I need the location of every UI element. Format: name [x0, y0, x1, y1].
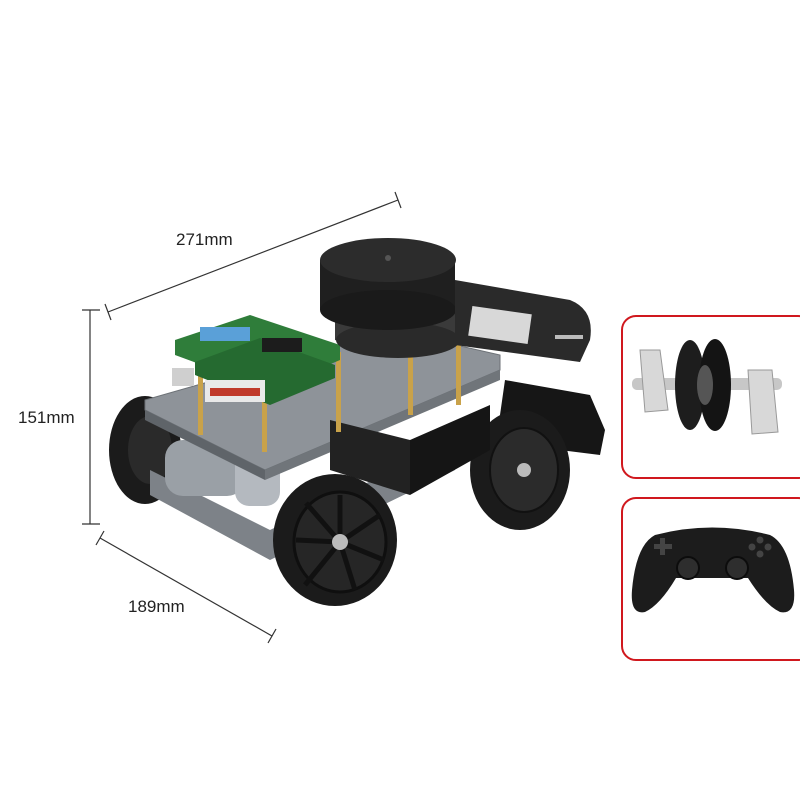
- lower-chassis-plate: [150, 440, 455, 560]
- front-left-wheel: [273, 474, 397, 606]
- width-label: 189mm: [128, 597, 185, 616]
- gamepad-inset: [621, 497, 800, 661]
- omni-wheel-inset: [621, 315, 800, 479]
- depth-camera: [455, 280, 591, 362]
- length-label: 271mm: [176, 230, 233, 249]
- lidar: [320, 238, 460, 358]
- width-dimension-line: [99, 537, 273, 637]
- omni-wheel-icon: [632, 339, 782, 435]
- height-label: 151mm: [18, 408, 75, 427]
- gamepad-icon: [631, 527, 795, 613]
- controller-boards: [172, 315, 340, 405]
- dimension-lines: [82, 191, 402, 644]
- standoffs: [198, 345, 461, 452]
- rear-right-wheel: [470, 410, 570, 530]
- rear-bumper: [500, 380, 605, 455]
- length-dimension-line: [107, 199, 399, 313]
